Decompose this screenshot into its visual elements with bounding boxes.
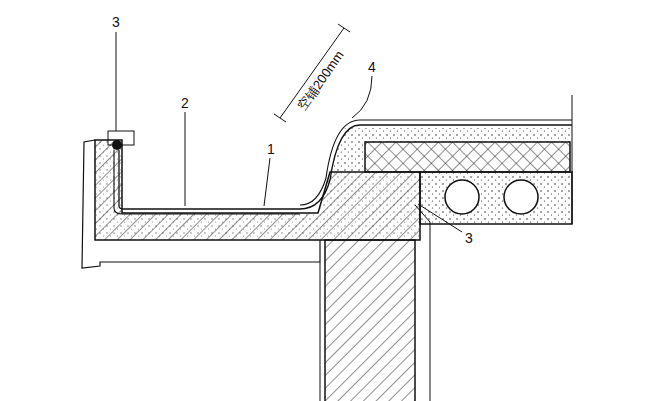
slab-void: [445, 180, 479, 214]
dimension-text: 空铺200mm: [294, 46, 348, 115]
callout-number: 3: [110, 14, 122, 30]
break-line: [572, 95, 573, 224]
plaster-line: [320, 262, 321, 401]
dimension-tick: [338, 24, 350, 32]
leader-line: [116, 32, 117, 131]
sealant-bead: [112, 140, 122, 150]
slab-void: [504, 180, 538, 214]
leader-line: [418, 204, 462, 232]
dimension-tick: [274, 114, 286, 122]
leader-line: [264, 158, 270, 206]
leader-line: [352, 76, 372, 118]
leader-line: [185, 112, 186, 206]
callout-number: 3: [463, 230, 475, 246]
brick-wall: [325, 240, 415, 401]
insulation-board: [365, 142, 570, 172]
callout-number: 4: [366, 59, 378, 75]
callout-number: 2: [179, 95, 191, 111]
plaster-outline: [82, 140, 320, 268]
membrane-top-layer: [300, 120, 572, 205]
callout-number: 1: [265, 141, 277, 157]
waterproof-membrane: [119, 125, 572, 209]
hollow-core-slab: [420, 172, 572, 224]
screed-layer: [330, 128, 572, 172]
additional-membrane: [114, 150, 300, 214]
